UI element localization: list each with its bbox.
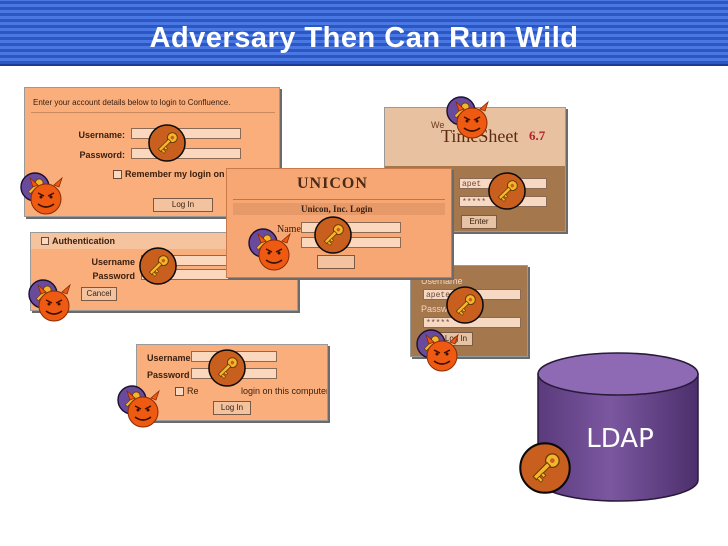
- confluence-login-button[interactable]: Log In: [153, 198, 213, 212]
- devil-icon: [24, 277, 74, 323]
- username-label: Username:: [78, 130, 125, 140]
- ldap-server-icon: [537, 352, 699, 502]
- devil-icon: [244, 226, 294, 272]
- key-icon: [488, 172, 526, 210]
- remember-checkbox[interactable]: [113, 170, 122, 179]
- unicon-subtitle-bar: [233, 203, 445, 215]
- key-icon: [148, 124, 186, 162]
- unicon-login-button[interactable]: [317, 255, 355, 269]
- bottom-remember-suffix: login on this computer: [241, 386, 328, 396]
- timesheet-version: 6.7: [529, 128, 546, 143]
- auth-username-label: Username: [91, 257, 135, 267]
- key-icon: [519, 442, 571, 494]
- timesheet-enter-button[interactable]: Enter: [461, 215, 497, 229]
- bottom-remember-prefix: Re: [187, 386, 199, 396]
- timesheet-logo-small: We: [431, 120, 445, 130]
- remember-label: Remember my login on this computer: [125, 169, 280, 179]
- unicon-logo: UNICON: [297, 175, 368, 192]
- password-label: Password:: [79, 150, 125, 160]
- small-username-label: Username: [421, 276, 463, 286]
- key-icon: [139, 247, 177, 285]
- unicon-subtitle: Unicon, Inc. Login: [301, 204, 373, 214]
- password-input[interactable]: [131, 148, 241, 159]
- auth-password-label: Password: [92, 271, 135, 281]
- confluence-login-panel: Enter your account details below to logi…: [24, 87, 280, 217]
- devil-icon: [16, 170, 66, 216]
- devil-icon: [442, 94, 492, 140]
- bottom-remember-checkbox[interactable]: [175, 387, 184, 396]
- username-input[interactable]: [131, 128, 241, 139]
- ldap-label: LDAP: [586, 424, 654, 454]
- key-icon: [446, 286, 484, 324]
- devil-icon: [113, 383, 163, 429]
- auth-title: Authentication: [52, 236, 115, 246]
- slide-title: Adversary Then Can Run Wild: [149, 22, 579, 54]
- slide-header: Adversary Then Can Run Wild: [0, 0, 728, 66]
- devil-icon: [412, 327, 462, 373]
- confluence-prompt: Enter your account details below to logi…: [33, 98, 231, 107]
- key-icon: [208, 349, 246, 387]
- bottom-username-label: Username: [147, 353, 191, 363]
- divider: [31, 112, 275, 113]
- bottom-login-button[interactable]: Log In: [213, 401, 251, 415]
- key-icon: [314, 216, 352, 254]
- bottom-password-label: Password: [147, 370, 190, 380]
- auth-cancel-button[interactable]: Cancel: [81, 287, 117, 301]
- unicon-name-label: Name:: [277, 224, 304, 235]
- collapse-icon[interactable]: [41, 237, 49, 245]
- divider: [233, 199, 445, 200]
- small-password-label: Password: [421, 304, 461, 314]
